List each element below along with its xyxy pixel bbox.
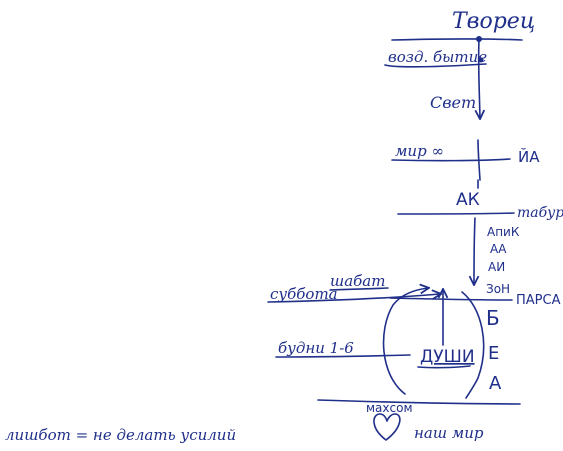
dot-creator (476, 36, 482, 42)
line-mir-infinity (391, 158, 511, 162)
loop-left (382, 288, 428, 395)
label-high-world: возд. бытие (388, 48, 487, 66)
underline-shabat (329, 287, 389, 291)
label-mir-infinity: мир ∞ (395, 142, 444, 160)
label-bea-a: А (489, 373, 502, 394)
label-shabbat-note: лишбот = не делать усилий (5, 426, 236, 444)
label-subbota: суббота (270, 285, 338, 303)
arrow-subbota (267, 294, 440, 303)
label-bea-b: Б (486, 306, 500, 330)
label-level-1: АпиК (487, 225, 520, 239)
connector-mir (477, 139, 481, 181)
underline-dushi (417, 365, 471, 369)
label-budni: будни 1-6 (278, 339, 354, 357)
line-parsa (389, 297, 513, 301)
label-ya: ЙА (518, 147, 540, 166)
label-level-4: ЗоН (486, 282, 510, 296)
underline-high-world (384, 63, 487, 68)
label-light: Свет (430, 93, 476, 112)
line-tabur (397, 212, 515, 215)
label-parsa: ПАРСА (516, 293, 561, 308)
loop-right (461, 291, 485, 399)
arrow-budni (275, 354, 411, 358)
label-bea-e: Е (488, 343, 499, 364)
heart-icon (373, 413, 401, 441)
label-shabat: шабат (330, 272, 385, 290)
arrow-to-light (479, 39, 480, 118)
label-nash-mir: наш мир (414, 424, 484, 442)
arrow-to-parsa (474, 217, 475, 284)
label-dushi: ДУШИ (420, 347, 475, 367)
label-level-3: АИ (488, 260, 505, 274)
label-tabur: табур (517, 205, 563, 221)
line-mahsom (317, 399, 521, 405)
label-mahsom: махсом (366, 401, 413, 415)
dot-high-world (478, 57, 484, 63)
label-level-2: АА (490, 242, 507, 256)
line-creator (391, 38, 523, 41)
label-creator: Творец (452, 9, 535, 34)
label-ak: АК (456, 190, 480, 210)
